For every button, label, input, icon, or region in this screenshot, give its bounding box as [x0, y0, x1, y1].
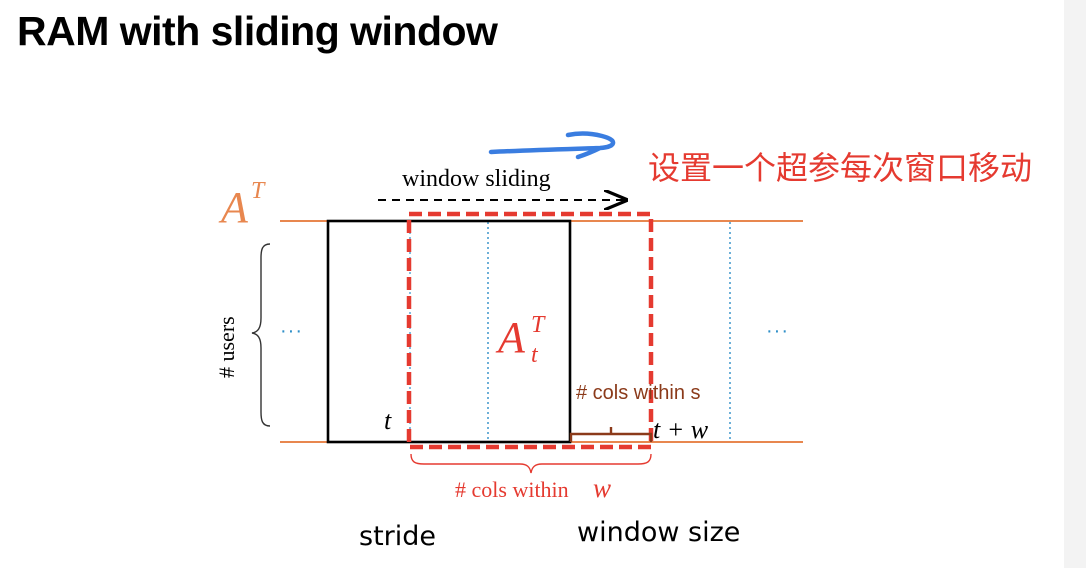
cols-within-w-variable: w	[593, 473, 611, 503]
cols-within-s-bracket	[569, 427, 653, 442]
stride-caption: stride	[359, 521, 437, 552]
t-plus-w-label: t + w	[653, 415, 709, 444]
users-brace	[251, 243, 271, 427]
users-label: # users	[214, 316, 239, 378]
current-window-box	[406, 211, 654, 450]
window-size-caption: window size	[577, 517, 741, 548]
cols-within-s-label: # cols within s	[576, 382, 701, 404]
cols-within-w-brace	[410, 453, 652, 474]
window-sliding-label: window sliding	[402, 166, 551, 192]
window-matrix-label-superscript: T	[531, 312, 546, 338]
window-matrix-label-subscript: t	[531, 342, 539, 368]
window-matrix-label: A	[495, 313, 526, 362]
cols-within-w-label: # cols within	[455, 477, 569, 502]
matrix-label: A	[218, 183, 249, 232]
ellipsis-right: ···	[766, 320, 789, 342]
previous-window-box	[326, 219, 572, 444]
chinese-annotation: 设置一个超参每次窗口移动	[648, 150, 1032, 186]
matrix-label-superscript: T	[251, 178, 266, 204]
hand-drawn-arrow	[488, 131, 616, 160]
slide-title: RAM with sliding window	[17, 8, 498, 54]
slide-right-edge	[1064, 0, 1086, 568]
ellipsis-left: ···	[280, 320, 303, 342]
t-label: t	[384, 406, 392, 435]
